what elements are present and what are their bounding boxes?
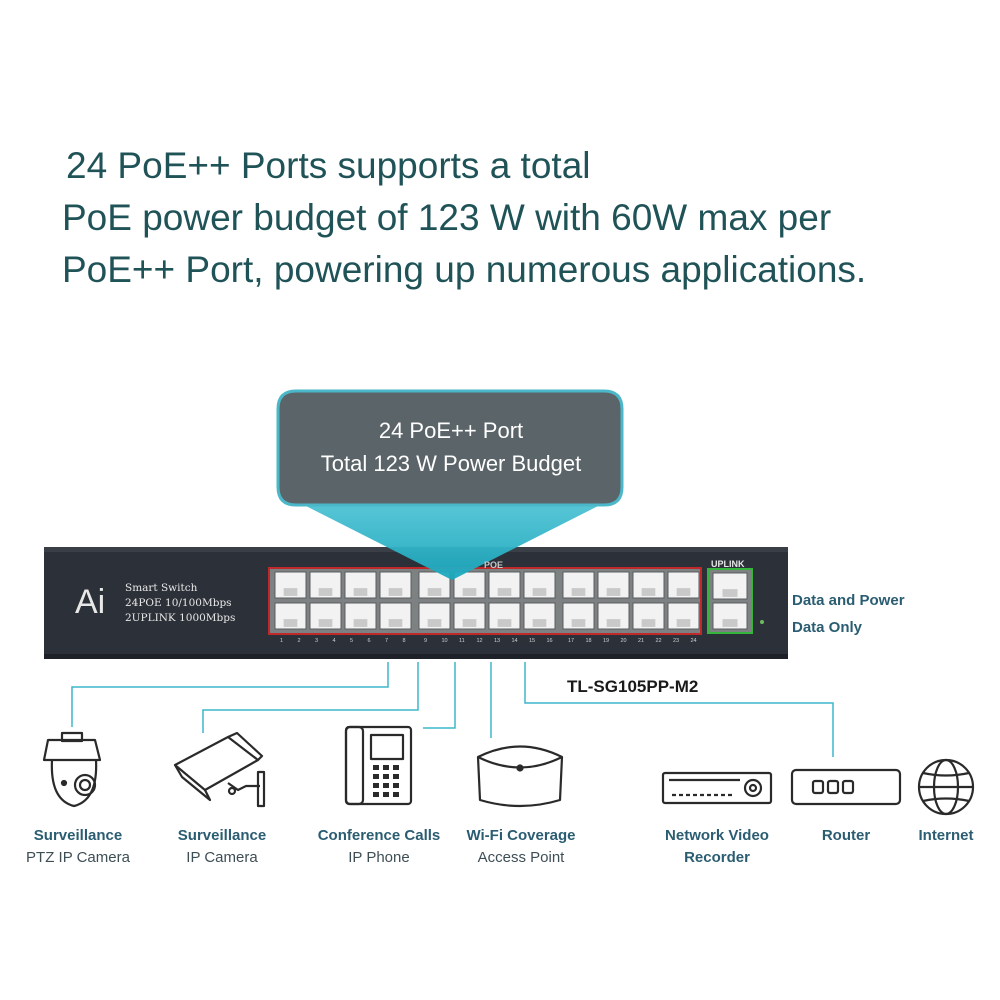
phone-key	[373, 783, 379, 788]
phone-key	[373, 792, 379, 797]
headline-line-1: 24 PoE++ Ports supports a total	[66, 145, 591, 186]
switch-brand-logo: Ai	[75, 583, 106, 621]
port-number: 2	[298, 638, 301, 644]
port-number: 14	[512, 638, 518, 644]
callout-box	[276, 389, 624, 507]
phone-key	[383, 765, 389, 770]
device-title: Network Video	[665, 827, 769, 844]
port-number: 10	[442, 638, 448, 644]
connector-ptz-camera	[71, 662, 389, 727]
globe-icon	[917, 758, 975, 816]
connector-ip-camera	[202, 662, 419, 733]
switch-spec-line-2: 24POE 10/100Mbps	[125, 597, 232, 609]
phone-key	[393, 792, 399, 797]
device-title: Conference Calls	[317, 827, 441, 844]
connector-lines	[71, 662, 834, 757]
port-number: 18	[586, 638, 592, 644]
callout-line-1: 24 PoE++ Port	[378, 418, 524, 443]
uplink-ports	[712, 572, 748, 630]
port-number: 4	[333, 638, 336, 644]
phone-key	[393, 783, 399, 788]
data-only-label: Data Only	[792, 619, 863, 636]
phone-key	[393, 765, 399, 770]
device-label-internet: Internet	[906, 825, 986, 847]
router-icon	[790, 768, 902, 806]
port-number: 3	[315, 638, 318, 644]
port-number: 16	[547, 638, 553, 644]
port-number: 15	[529, 638, 535, 644]
device-subtitle: IP Phone	[348, 849, 410, 866]
callout-beam	[300, 503, 604, 580]
device-title: Router	[821, 827, 871, 844]
port-number: 1	[280, 638, 283, 644]
device-title: Surveillance	[33, 827, 123, 844]
device-label-ptz-camera: Surveillance PTZ IP Camera	[18, 825, 138, 869]
power-led-icon	[760, 620, 764, 624]
ip-phone-icon	[344, 725, 413, 806]
port-number: 22	[656, 638, 662, 644]
device-label-access-point: Wi-Fi Coverage Access Point	[451, 825, 591, 869]
device-title: Surveillance	[177, 827, 267, 844]
port-number: 8	[403, 638, 406, 644]
port-number: 17	[568, 638, 574, 644]
switch-spec-line-3: 2UPLINK 1000Mbps	[125, 612, 236, 624]
device-title: Wi-Fi Coverage	[466, 827, 576, 844]
device-subtitle: PTZ IP Camera	[26, 849, 130, 866]
port-number: 23	[673, 638, 679, 644]
port-number: 24	[691, 638, 697, 644]
phone-key	[383, 792, 389, 797]
port-number: 12	[477, 638, 483, 644]
connector-ip-phone	[423, 662, 456, 729]
data-and-power-label: Data and Power	[792, 592, 905, 609]
port-number: 9	[424, 638, 427, 644]
phone-key	[383, 774, 389, 779]
headline-line-2: PoE power budget of 123 W with 60W max p…	[62, 197, 832, 238]
device-title: Internet	[918, 827, 974, 844]
poe-ports	[274, 571, 700, 630]
headline-line-3: PoE++ Port, powering up numerous applica…	[62, 249, 867, 290]
port-number: 13	[494, 638, 500, 644]
poe-label: POE	[484, 560, 504, 570]
callout-text: 24 PoE++ Port Total 123 W Power Budget	[280, 414, 622, 480]
device-subtitle: IP Camera	[186, 849, 258, 866]
device-label-router: Router	[800, 825, 892, 847]
device-label-ip-camera: Surveillance IP Camera	[162, 825, 282, 869]
connector-router	[524, 662, 834, 757]
port-number: 19	[603, 638, 609, 644]
port-number: 6	[368, 638, 371, 644]
callout-line-2: Total 123 W Power Budget	[320, 451, 582, 476]
port-number: 11	[459, 638, 465, 644]
headline: 24 PoE++ Ports supports a total PoE powe…	[62, 140, 982, 296]
switch-spec-line-1: Smart Switch	[125, 582, 198, 594]
phone-key	[393, 774, 399, 779]
port-number: 21	[638, 638, 644, 644]
phone-key	[383, 783, 389, 788]
port-number: 5	[350, 638, 353, 644]
phone-key	[373, 774, 379, 779]
phone-key	[373, 765, 379, 770]
poe-port	[274, 602, 307, 630]
device-subtitle: Access Point	[477, 849, 565, 866]
model-label: TL-SG105PP-M2	[567, 677, 699, 696]
nvr-icon	[661, 771, 773, 805]
access-point-icon	[476, 745, 564, 808]
device-label-nvr: Network Video Recorder	[652, 825, 782, 869]
port-number: 20	[621, 638, 627, 644]
switch-spec-text: Smart Switch 24POE 10/100Mbps 2UPLINK 10…	[125, 581, 235, 626]
device-subtitle: Recorder	[684, 849, 750, 866]
device-label-ip-phone: Conference Calls IP Phone	[304, 825, 454, 869]
bullet-camera-icon	[173, 731, 266, 808]
port-number: 7	[385, 638, 388, 644]
ptz-camera-icon	[42, 731, 102, 808]
uplink-label: UPLINK	[711, 559, 745, 569]
